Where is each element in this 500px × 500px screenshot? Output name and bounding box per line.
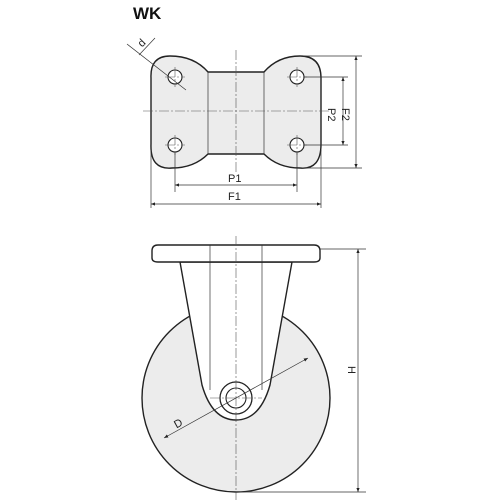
dim-label-d: d (136, 37, 149, 50)
dim-label-p1: P1 (228, 173, 241, 185)
dim-label-f2: F2 (339, 108, 351, 121)
dim-label-f1: F1 (228, 191, 241, 203)
dim-label-h: H (345, 366, 357, 374)
dim-label-p2: P2 (325, 108, 337, 121)
top-plate-view: d P1 F1 P2 F2 (126, 37, 362, 208)
side-wheel-view: D H (141, 236, 366, 500)
drawing-title: WK (133, 4, 162, 23)
